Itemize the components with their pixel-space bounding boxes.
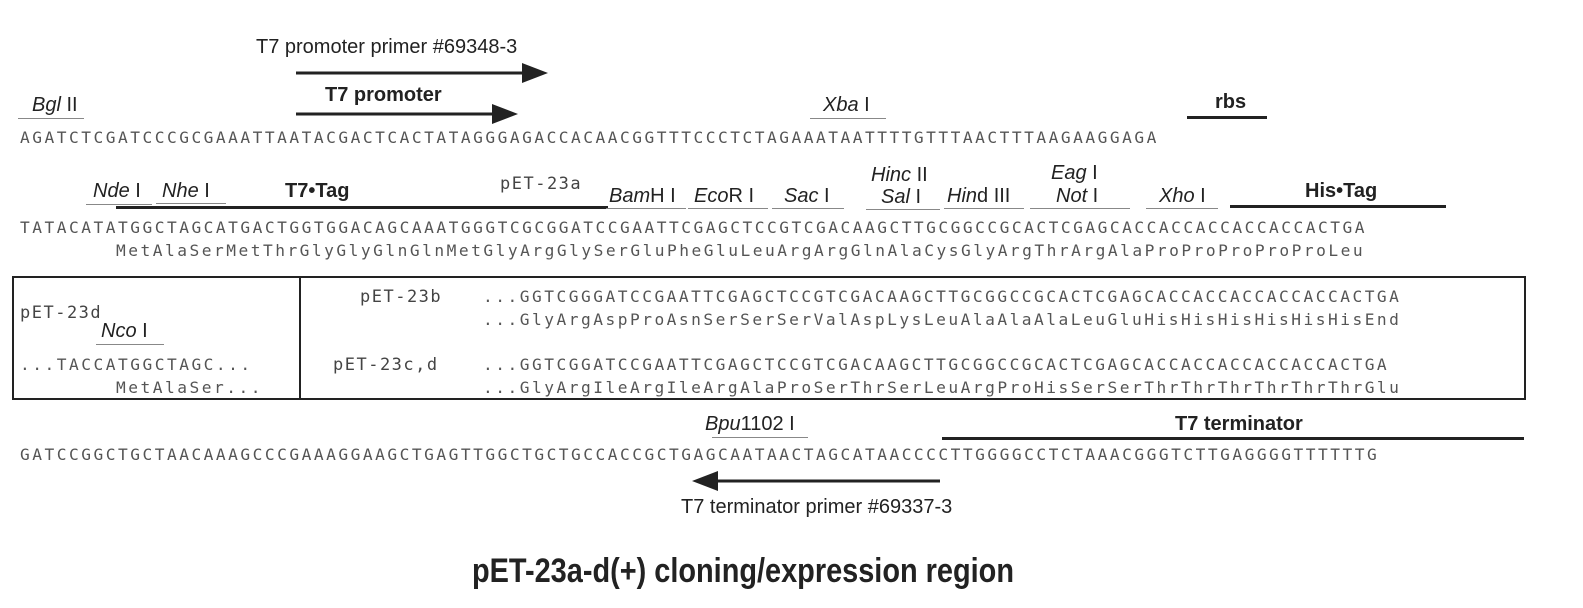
pet-23b-label: pET-23b — [360, 287, 443, 307]
pet-23b-dna: ...GGTCGGGATCCGAATTCGAGCTCCGTCGACAAGCTTG… — [483, 287, 1402, 306]
t7-terminator-label: T7 terminator — [1175, 413, 1303, 435]
variant-box-divider — [299, 277, 301, 398]
not-i-underline — [1030, 208, 1130, 209]
xho-i-site: Xho I — [1159, 185, 1206, 207]
bamh-i-site: BamH I — [609, 185, 676, 207]
eag-i-site: Eag I — [1051, 162, 1098, 184]
t7-promoter-label: T7 promoter — [325, 84, 442, 106]
pet-23a-label: pET-23a — [500, 174, 583, 194]
t7-terminator-primer-arrow — [692, 471, 940, 491]
xba-i-site: Xba I — [823, 94, 870, 116]
his-tag-bar — [1230, 205, 1446, 208]
ecor-i-site: EcoR I — [694, 185, 755, 207]
translation-row-2: MetAlaSerMetThrGlyGlyGlnGlnMetGlyArgGlyS… — [116, 241, 1366, 260]
hind-iii-underline — [944, 208, 1024, 209]
pet-23d-label: pET-23d — [20, 303, 103, 323]
t7-tag-bar — [116, 206, 608, 209]
rbs-label: rbs — [1215, 91, 1247, 113]
pet-23cd-translation: ...GlyArgIleArgIleArgAlaProSerThrSerLeuA… — [483, 378, 1402, 397]
not-i-site: Not I — [1056, 185, 1099, 207]
pet-23d-translation: MetAlaSer... — [116, 378, 263, 397]
nhe-i-underline — [156, 203, 226, 204]
sac-i-underline — [772, 208, 844, 209]
bgl-ii-underline — [18, 118, 84, 119]
xho-i-underline — [1146, 208, 1218, 209]
bgl-ii-site: Bgl II — [32, 94, 78, 116]
t7-promoter-primer-label: T7 promoter primer #69348-3 — [256, 36, 518, 58]
nco-i-underline — [96, 344, 164, 345]
his-tag-label: His•Tag — [1305, 180, 1378, 202]
t7-promoter-arrow — [296, 104, 518, 124]
sac-i-site: Sac I — [784, 185, 830, 207]
nde-i-site: Nde I — [93, 180, 141, 202]
rbs-bar — [1187, 116, 1267, 119]
pet-23d-dna: ...TACCATGGCTAGC... — [20, 355, 253, 374]
xba-i-underline — [810, 118, 886, 119]
sequence-row-1: AGATCTCGATCCCGCGAAATTAATACGACTCACTATAGGG… — [20, 128, 1159, 147]
figure-title: pET-23a-d(+) cloning/expression region — [472, 552, 1014, 590]
t7-terminator-bar — [942, 437, 1524, 440]
sequence-row-4: GATCCGGCTGCTAACAAAGCCCGAAAGGAAGCTGAGTTGG… — [20, 445, 1380, 464]
hind-iii-site: Hind III — [947, 185, 1011, 207]
t7-terminator-primer-label: T7 terminator primer #69337-3 — [681, 496, 953, 518]
pet-23cd-label: pET-23c,d — [333, 355, 439, 375]
nco-i-site: Nco I — [101, 320, 148, 342]
t7-promoter-primer-arrow — [296, 63, 548, 83]
sequence-row-2: TATACATATGGCTAGCATGACTGGTGGACAGCAAATGGGT… — [20, 218, 1368, 237]
bamh-i-underline — [606, 208, 686, 209]
variant-box — [12, 276, 1526, 400]
sal-i-underline — [866, 209, 940, 210]
nhe-i-site: Nhe I — [162, 180, 210, 202]
bpu1102-i-underline — [712, 437, 808, 438]
nde-i-underline — [86, 204, 152, 205]
t7-tag-label: T7•Tag — [285, 180, 350, 202]
bpu1102-i-site: Bpu1102 I — [705, 413, 795, 435]
ecor-i-underline — [688, 208, 768, 209]
sal-i-site: Sal I — [881, 186, 922, 208]
pet-23b-translation: ...GlyArgAspProAsnSerSerSerValAspLysLeuA… — [483, 310, 1402, 329]
pet-23cd-dna: ...GGTCGGATCCGAATTCGAGCTCCGTCGACAAGCTTGC… — [483, 355, 1390, 374]
hinc-ii-site: Hinc II — [871, 164, 928, 186]
